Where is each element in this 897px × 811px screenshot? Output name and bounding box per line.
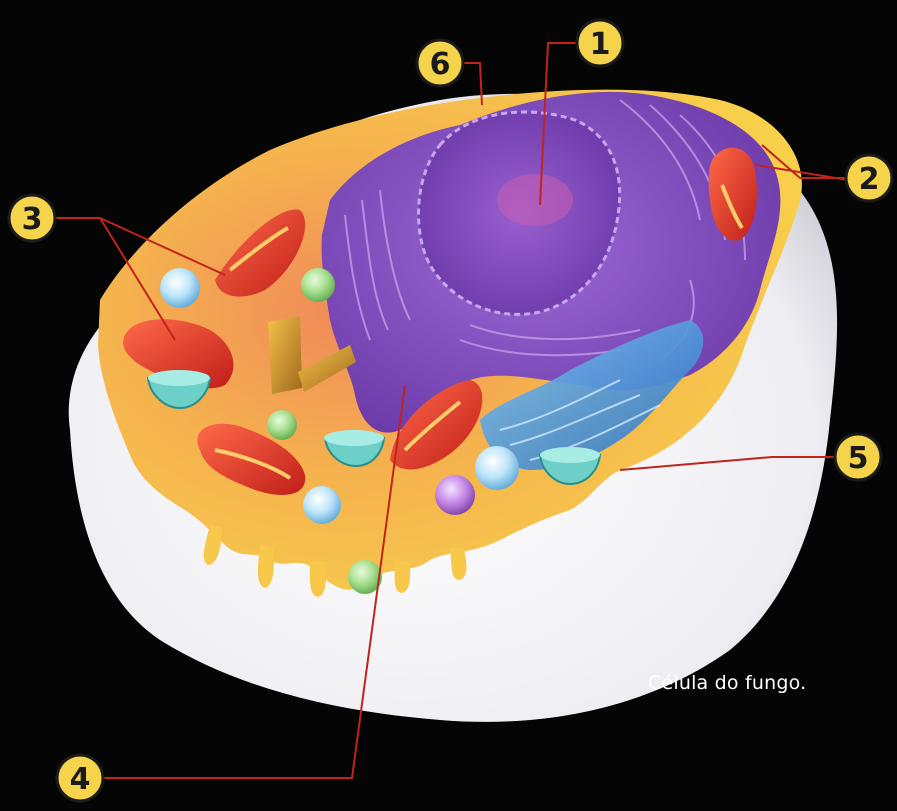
nucleolus [497, 174, 573, 226]
label-6: 6 [430, 47, 451, 82]
label-badge-1: 1 [577, 20, 623, 66]
figure-caption: Célula do fungo. [648, 672, 806, 694]
label-5: 5 [848, 441, 869, 476]
label-badge-6: 6 [417, 40, 463, 86]
label-1: 1 [590, 27, 611, 62]
label-badge-4: 4 [57, 755, 103, 801]
label-badge-3: 3 [9, 195, 55, 241]
label-3: 3 [22, 202, 43, 237]
label-4: 4 [70, 762, 91, 797]
label-2: 2 [859, 162, 880, 197]
label-badge-2: 2 [846, 155, 892, 201]
label-badge-5: 5 [835, 434, 881, 480]
